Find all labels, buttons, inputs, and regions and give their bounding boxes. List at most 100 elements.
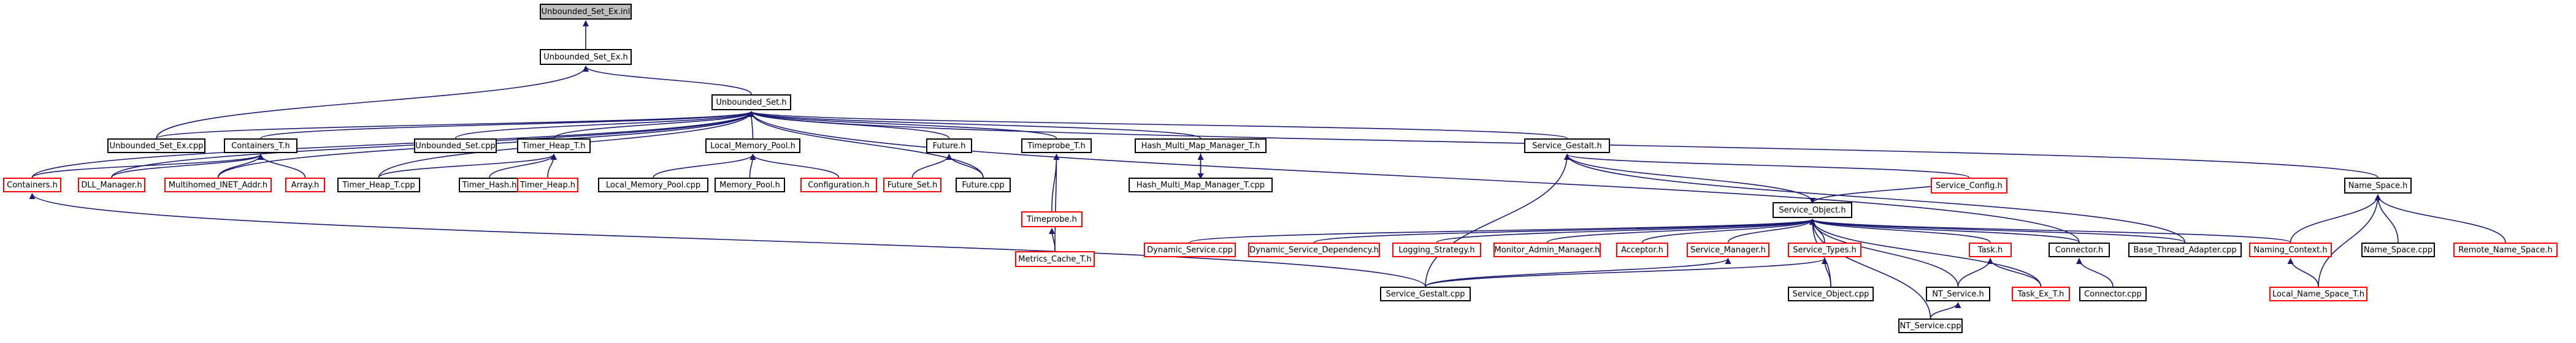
node-dynamicservice[interactable]: Dynamic_Service.cpp: [1144, 243, 1236, 257]
node-cont-t[interactable]: Containers_T.h: [224, 138, 297, 153]
node-lmp[interactable]: Local_Memory_Pool.h: [705, 138, 800, 153]
edge-serviceconfig-to-gestalt: [1564, 154, 1970, 178]
edge-localnamespace-to-naming: [2287, 258, 2319, 287]
edge-futurecpp-to-seth: [748, 111, 984, 178]
edge-connectorh-to-seth: [748, 111, 2080, 243]
edge-array-to-contT: [258, 154, 306, 178]
node-localnamespace[interactable]: Local_Name_Space_T.h: [2269, 287, 2367, 301]
node-setexh[interactable]: Unbounded_Set_Ex.h: [540, 49, 632, 65]
node-acceptor[interactable]: Acceptor.h: [1616, 243, 1668, 257]
node-hmmm[interactable]: Hash_Multi_Map_Manager_T.h: [1135, 138, 1267, 153]
node-futureset[interactable]: Future_Set.h: [883, 178, 941, 192]
node-logging[interactable]: Logging_Strategy.h: [1392, 243, 1481, 257]
node-timer-heap-tcpp[interactable]: Timer_Heap_T.cpp: [337, 178, 420, 192]
node-namespace[interactable]: Name_Space.h: [2344, 178, 2412, 194]
node-timeprobe[interactable]: Timeprobe.h: [1021, 211, 1083, 227]
node-future[interactable]: Future.h: [926, 138, 972, 153]
node-multihomed[interactable]: Multihomed_INET_Addr.h: [164, 178, 272, 192]
node-ntserviceh[interactable]: NT_Service.h: [1926, 287, 1990, 301]
edge-ntserviceh-to-taskh: [1957, 258, 1993, 287]
node-timer-heap[interactable]: Timer_Heap.h: [517, 178, 578, 192]
node-lmpcpp[interactable]: Local_Memory_Pool.cpp: [598, 178, 708, 192]
node-taskex-t[interactable]: Task_Ex_T.h: [2012, 287, 2070, 301]
node-seth[interactable]: Unbounded_Set.h: [711, 94, 791, 110]
node-root[interactable]: Unbounded_Set_Ex.inl: [540, 4, 632, 20]
node-servicemanager[interactable]: Service_Manager.h: [1687, 243, 1769, 257]
node-timer-hash[interactable]: Timer_Hash.h: [459, 178, 520, 192]
node-memorypool[interactable]: Memory_Pool.h: [715, 178, 785, 192]
edge-dynamicdep-to-serviceobject: [1313, 219, 1815, 243]
edge-memorypool-to-lmp: [749, 154, 756, 178]
node-array[interactable]: Array.h: [285, 178, 325, 192]
edge-containers-to-seth: [31, 111, 754, 178]
edge-timerHeapTcpp-to-timerHeapTh: [378, 154, 557, 178]
edge-ntservicecpp-to-ntserviceh: [1930, 302, 1961, 319]
edge-gestaltcpp-to-servicemanager: [1425, 258, 1731, 287]
edge-gestaltcpp-to-gestalt: [1425, 154, 1570, 287]
edge-connectorh-to-serviceobject: [1809, 219, 2080, 243]
edge-basethread-to-serviceobject: [1809, 219, 2186, 243]
edge-dll-to-contT: [111, 154, 264, 178]
edge-ntserviceh-to-serviceobject: [1809, 219, 1959, 287]
node-taskh[interactable]: Task.h: [1969, 243, 2012, 257]
edge-timerHeap-to-timerHeapTh: [547, 154, 557, 178]
edge-naming-to-namespace: [2290, 194, 2381, 243]
edge-futureset-to-future: [911, 154, 953, 178]
edge-configuration-to-lmp: [749, 154, 840, 178]
edge-localnamespace-to-namespace: [2318, 194, 2381, 287]
edge-remotename-to-namespace: [2375, 194, 2506, 243]
edge-gestaltcpp-to-containers: [29, 193, 1426, 287]
node-timer-heap-th[interactable]: Timer_Heap_T.h: [517, 138, 591, 153]
node-dll[interactable]: DLL_Manager.h: [78, 178, 145, 192]
edge-setcpp-to-seth: [454, 111, 754, 139]
edge-namespacecpp-to-namespace: [2375, 194, 2399, 243]
node-gestalt[interactable]: Service_Gestalt.h: [1524, 138, 1610, 153]
node-timeprobe-t[interactable]: Timeprobe_T.h: [1021, 138, 1092, 153]
edge-timerHash-to-timerHeapTh: [489, 154, 557, 178]
node-serviceobjectcpp[interactable]: Service_Object.cpp: [1788, 287, 1874, 301]
node-servicetypes[interactable]: Service_Types.h: [1788, 243, 1861, 257]
edge-serviceobject-to-gestalt: [1564, 154, 1813, 203]
edge-lmpcpp-to-lmp: [653, 154, 756, 178]
edge-taskh-to-serviceobject: [1809, 219, 1991, 243]
node-serviceconfig[interactable]: Service_Config.h: [1931, 178, 2007, 194]
edge-ntservicecpp-to-serviceobject: [1809, 219, 1931, 319]
node-configuration[interactable]: Configuration.h: [800, 178, 877, 192]
node-basethread[interactable]: Base_Thread_Adapter.cpp: [2128, 243, 2242, 257]
edge-metrics-to-timeprobe: [1049, 228, 1056, 252]
node-namespacecpp[interactable]: Name_Space.cpp: [2361, 243, 2435, 257]
node-naming[interactable]: Naming_Context.h: [2249, 243, 2332, 257]
edge-hmmm-to-seth: [748, 111, 1202, 139]
edge-metrics-to-timeprobeT: [1053, 154, 1060, 252]
edge-servicemanager-to-serviceobject: [1727, 219, 1815, 243]
edge-timeprobeT-to-seth: [748, 111, 1057, 139]
node-remotename[interactable]: Remote_Name_Space.h: [2453, 243, 2558, 257]
node-dynamicdep[interactable]: Dynamic_Service_Dependency.h: [1248, 243, 1380, 257]
edge-setexcpp-to-seth: [156, 111, 754, 139]
edge-acceptor-to-serviceobject: [1641, 219, 1815, 243]
node-setexcpp[interactable]: Unbounded_Set_Ex.cpp: [107, 138, 205, 153]
node-metrics[interactable]: Metrics_Cache_T.h: [1015, 251, 1095, 267]
edge-connectorcpp-to-connectorh: [2076, 258, 2114, 287]
edge-basethread-to-gestalt: [1564, 154, 2186, 243]
edge-monitor-to-serviceobject: [1546, 219, 1815, 243]
node-setcpp[interactable]: Unbounded_Set.cpp: [414, 138, 497, 153]
edge-gestaltcpp-to-servicetypes: [1425, 258, 1828, 287]
node-gestaltcpp[interactable]: Service_Gestalt.cpp: [1380, 287, 1471, 301]
edge-gestalt-to-seth: [748, 111, 1568, 139]
node-hmmmcpp[interactable]: Hash_Multi_Map_Manager_T.cpp: [1129, 178, 1273, 192]
edge-futurecpp-to-future: [946, 154, 984, 178]
node-ntservicecpp[interactable]: NT_Service.cpp: [1898, 318, 1963, 333]
edge-seth-to-setexh: [583, 66, 752, 95]
node-futurecpp[interactable]: Future.cpp: [956, 178, 1011, 192]
edge-taskexT-to-serviceobject: [1809, 219, 2042, 287]
edge-timerHeapTh-to-seth: [553, 111, 754, 139]
edge-contT-to-seth: [260, 111, 754, 139]
node-connectorh[interactable]: Connector.h: [2049, 243, 2110, 257]
edge-taskexT-to-taskh: [1987, 258, 2042, 287]
node-monitor[interactable]: Monitor_Admin_Manager.h: [1493, 243, 1601, 257]
node-serviceobject[interactable]: Service_Object.h: [1773, 202, 1852, 218]
node-containers[interactable]: Containers.h: [3, 178, 61, 192]
node-connectorcpp[interactable]: Connector.cpp: [2079, 287, 2147, 301]
